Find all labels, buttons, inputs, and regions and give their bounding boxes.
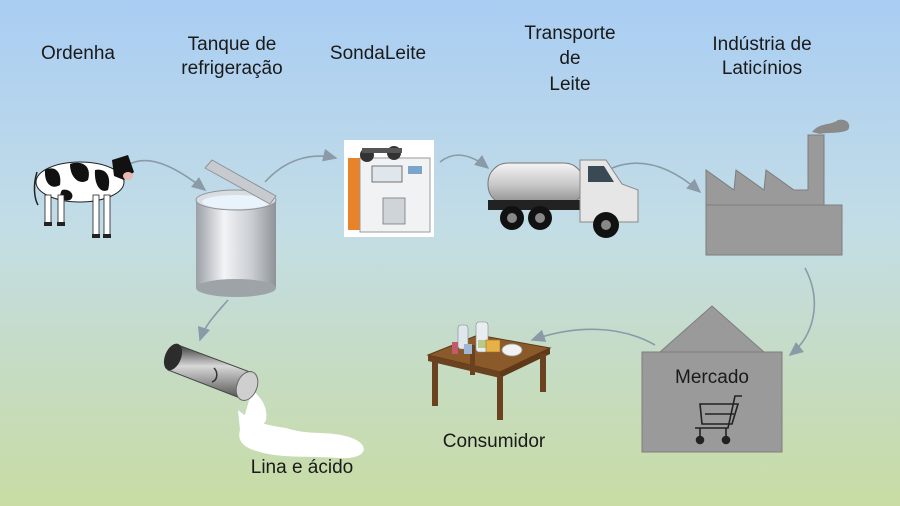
label-transport-line2: de	[559, 48, 581, 69]
label-transport-line3: Leite	[549, 74, 591, 95]
arrow-probe-to-truck	[439, 154, 490, 170]
label-market: Mercado	[675, 367, 749, 388]
cow-icon	[33, 155, 134, 238]
factory-icon	[705, 119, 850, 256]
probe-device-icon	[344, 140, 434, 237]
milk-truck-icon	[487, 159, 639, 238]
shopping-cart-icon	[695, 395, 742, 445]
label-tank-line1: Tanque de	[187, 34, 277, 55]
label-industry-line1: Indústria de	[712, 34, 812, 55]
label-disposal: Lina e ácido	[250, 457, 354, 478]
flow-arrows	[127, 148, 816, 357]
label-milking: Ordenha	[41, 43, 115, 64]
label-transport-line1: Transporte	[524, 23, 616, 44]
tank-icon	[195, 159, 277, 297]
arrow-tank-to-probe	[264, 148, 338, 183]
label-tank-line2: refrigeração	[181, 58, 283, 79]
arrow-cow-to-tank	[127, 159, 207, 191]
arrow-market-to-consumer	[530, 328, 656, 346]
label-industry-line2: Laticínios	[721, 58, 803, 79]
table-with-products-icon	[426, 321, 552, 420]
spilled-can-icon	[163, 343, 364, 459]
label-probe: SondaLeite	[329, 43, 427, 64]
label-consumer: Consumidor	[442, 431, 546, 452]
arrow-tank-to-disposal	[197, 299, 229, 342]
arrow-factory-to-market	[788, 267, 816, 357]
arrow-truck-to-factory	[611, 162, 702, 194]
market-building-icon	[641, 305, 783, 453]
